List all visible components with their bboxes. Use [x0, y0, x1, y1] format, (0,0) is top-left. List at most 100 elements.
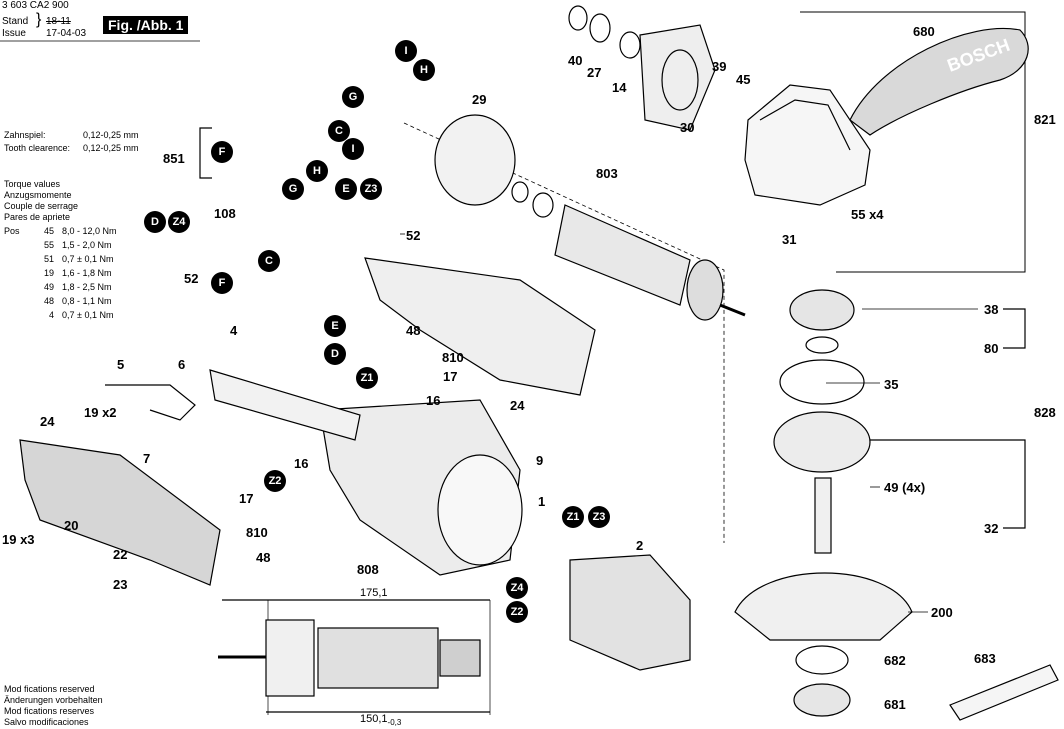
part-label: 23	[113, 577, 128, 592]
marker-z4: Z4	[168, 211, 190, 233]
part-label: 683	[974, 651, 996, 666]
part-label: 32	[984, 521, 999, 536]
footer-note: Salvo modificaciones	[4, 717, 89, 727]
part-label: 851	[163, 151, 185, 166]
part-label: 17	[239, 491, 254, 506]
tooth-clearance-en-label: Tooth clearence:	[4, 143, 71, 153]
part-label: 55 x4	[851, 207, 884, 222]
torque-row-pos: 19	[43, 268, 54, 278]
part-label: 19 x3	[2, 532, 35, 547]
dimension-body: 150,1-0,3	[360, 713, 402, 728]
marker-d: D	[324, 343, 346, 365]
part-label: 17	[443, 369, 458, 384]
tooth-clearance-de-label: Zahnspiel:	[4, 130, 46, 140]
part-label: 810	[246, 525, 268, 540]
part-label: 682	[884, 653, 906, 668]
marker-f: F	[211, 272, 233, 294]
brace-glyph: }	[36, 11, 42, 28]
footer-note: Änderungen vorbehalten	[4, 695, 103, 705]
part-label: 2	[636, 538, 644, 553]
torque-row-pos: 49	[43, 282, 54, 292]
marker-z3: Z3	[588, 506, 610, 528]
part-label: 803	[596, 166, 618, 181]
marker-i: I	[395, 40, 417, 62]
marker-z2: Z2	[264, 470, 286, 492]
torque-title: Torque values	[4, 179, 61, 189]
torque-row-pos: 51	[43, 254, 54, 264]
part-label: 821	[1034, 112, 1056, 127]
marker-h: H	[306, 160, 328, 182]
part-label: 108	[214, 206, 236, 221]
part-label: 24	[40, 414, 55, 429]
part-label: 808	[357, 562, 379, 577]
part-label: 29	[472, 92, 487, 107]
marker-e: E	[324, 315, 346, 337]
marker-d: D	[144, 211, 166, 233]
part-label: 810	[442, 350, 464, 365]
part-label: 48	[406, 323, 421, 338]
torque-title: Couple de serrage	[4, 201, 79, 211]
part-label: 27	[587, 65, 602, 80]
part-label: 16	[426, 393, 441, 408]
issue-label: Issue	[2, 28, 26, 39]
torque-row-value: 8,0 - 12,0 Nm	[62, 226, 117, 236]
torque-pos-label: Pos	[4, 226, 20, 236]
torque-row-value: 0,7 ± 0,1 Nm	[62, 310, 114, 320]
marker-z4: Z4	[506, 577, 528, 599]
part-label: 31	[782, 232, 797, 247]
figure-label: Fig. /Abb. 1	[103, 16, 189, 34]
marker-c: C	[258, 250, 280, 272]
part-label: 5	[117, 357, 125, 372]
torque-row-value: 0,7 ± 0,1 Nm	[62, 254, 114, 264]
marker-c: C	[328, 120, 350, 142]
torque-row-pos: 45	[43, 226, 54, 236]
marker-z3: Z3	[360, 178, 382, 200]
part-label: 680	[913, 24, 935, 39]
marker-z1: Z1	[356, 367, 378, 389]
marker-z1: Z1	[562, 506, 584, 528]
part-label: 20	[64, 518, 79, 533]
part-label: 49 (4x)	[884, 480, 926, 495]
part-label: 52	[184, 271, 199, 286]
issue-date: 17-04-03	[46, 28, 87, 39]
marker-g: G	[342, 86, 364, 108]
part-label: 7	[143, 451, 151, 466]
part-label: 35	[884, 377, 899, 392]
part-label: 39	[712, 59, 727, 74]
torque-row-value: 1,6 - 1,8 Nm	[62, 268, 112, 278]
part-label: 80	[984, 341, 999, 356]
torque-title: Anzugsmomente	[4, 190, 72, 200]
marker-z2: Z2	[506, 601, 528, 623]
part-label: 24	[510, 398, 525, 413]
footer-note: Mod fications reserves	[4, 706, 95, 716]
part-label: 48	[256, 550, 271, 565]
torque-row-pos: 48	[43, 296, 54, 306]
torque-title: Pares de apriete	[4, 212, 71, 222]
part-label: 9	[536, 453, 544, 468]
part-label: 19 x2	[84, 405, 117, 420]
marker-e: E	[335, 178, 357, 200]
torque-row-pos: 4	[48, 310, 54, 320]
stand-label: Stand	[2, 16, 29, 27]
part-label: 14	[612, 80, 627, 95]
part-label: 52	[406, 228, 421, 243]
doc-number: 3 603 CA2 900	[2, 0, 69, 11]
torque-row-pos: 55	[43, 240, 54, 250]
part-label: 4	[230, 323, 238, 338]
marker-h: H	[413, 59, 435, 81]
part-label: 40	[568, 53, 583, 68]
tooth-clearance-de-value: 0,12-0,25 mm	[83, 130, 139, 140]
marker-g: G	[282, 178, 304, 200]
part-label: 6	[178, 357, 186, 372]
tooth-clearance-en-value: 0,12-0,25 mm	[83, 143, 139, 153]
torque-row-value: 1,8 - 2,5 Nm	[62, 282, 112, 292]
part-label: 45	[736, 72, 751, 87]
part-label: 828	[1034, 405, 1056, 420]
part-label: 22	[113, 547, 128, 562]
footer-note: Mod fications reserved	[4, 684, 95, 694]
part-label: 38	[984, 302, 999, 317]
part-label: 30	[680, 120, 695, 135]
torque-row-value: 0,8 - 1,1 Nm	[62, 296, 112, 306]
part-label: 16	[294, 456, 309, 471]
